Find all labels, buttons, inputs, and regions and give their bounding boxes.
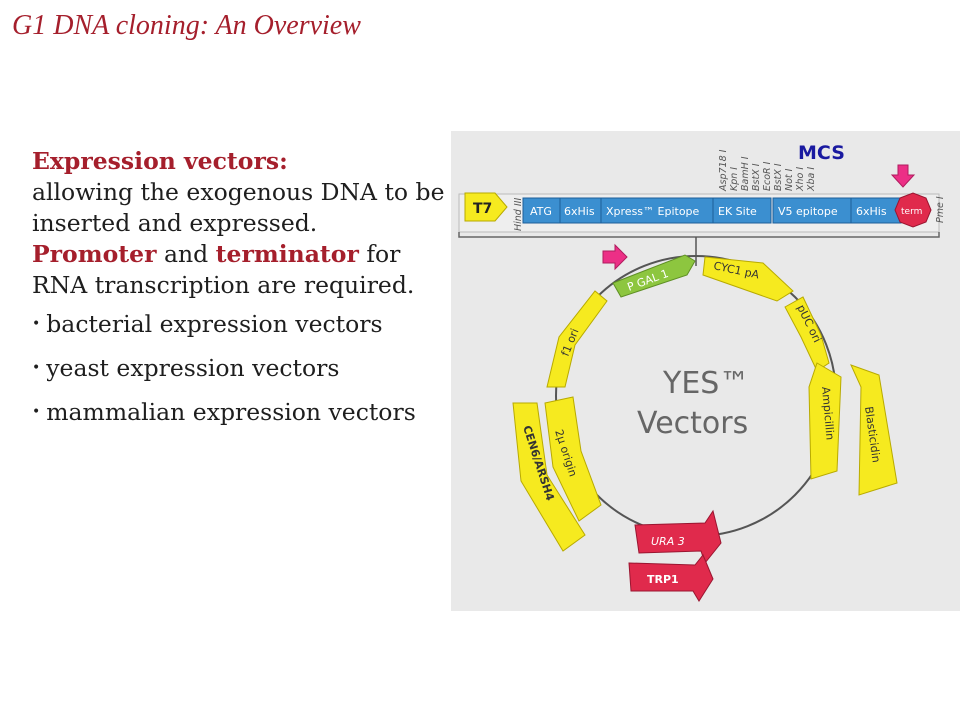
orf-block-left [522,197,772,224]
v5-epitope-label: V5 epitope [778,205,838,218]
t7-label: T7 [473,201,492,217]
yes-vector-diagram: MCS Asp718 I Kpn I BamH I BstX I EcoR I … [451,131,960,611]
center-vectors-label: Vectors [637,406,748,441]
ampicillin-arrow [808,362,842,480]
intro-paragraph: Expression vectors: allowing the exogeno… [32,146,448,301]
terminator-term: terminator [215,240,359,268]
bullet-dot: • [32,316,41,332]
ek-site-label: EK Site [718,205,757,218]
ampicillin-label: Ampicillin [819,386,837,440]
pgal1-arrow [612,254,696,298]
and-word: and [163,240,209,268]
site-label: Kpn I [729,167,740,191]
trp1-arrow [628,554,714,602]
body-text: Expression vectors: allowing the exogeno… [32,146,448,441]
hind-label: Hind III [513,198,524,231]
cen6-arsh4-arrow [512,402,586,552]
orf-block-right [772,197,902,224]
requirement-line: for RNA transcription are required. [32,240,415,299]
site-label: Xba I [806,167,817,192]
restriction-site-list: Asp718 I Kpn I BamH I BstX I EcoR I BstX… [718,149,817,192]
heading-expression-vectors: Expression vectors: [32,147,288,175]
bullet-dot: • [32,360,41,376]
trp1-label: TRP1 [647,573,679,586]
site-label: Not I [784,168,795,191]
puc-ori-arrow [784,296,830,372]
cyc1-arrow [702,256,794,302]
cassette-bracket [458,232,940,238]
f1-ori-arrow [546,290,608,388]
site-label: Xho I [795,167,806,192]
site-label: BamH I [740,156,751,191]
site-label: Asp718 I [718,149,729,192]
ura3-arrow [634,509,722,565]
pink-arrow-promoter [602,243,628,271]
promoter-term: Promoter [32,240,157,268]
his-tag-label-2: 6xHis [856,205,887,218]
intro-line: allowing the exogenous DNA to be inserte… [32,178,445,237]
bullet-dot: • [32,404,41,420]
blasticidin-arrow [850,364,898,496]
bullet-yeast: •yeast expression vectors [32,354,340,382]
site-label: BstX I [751,163,762,191]
two-mu-origin-arrow [544,396,602,522]
his-tag-label: 6xHis [564,205,595,218]
site-label: BstX I [773,163,784,191]
pme-label: Pme I [935,196,946,223]
term-label: term [901,207,922,217]
center-yes-label: YES™ [662,366,749,401]
mcs-label: MCS [798,142,845,164]
bullet-mammalian: •mammalian expression vectors [32,398,416,426]
xpress-epitope-label: Xpress™ Epitope [606,205,700,218]
atg-label: ATG [530,205,552,218]
bullet-bacterial: •bacterial expression vectors [32,310,383,338]
pink-arrow-terminator [890,164,916,188]
terminator-octagon [894,192,932,228]
slide-title: G1 DNA cloning: An Overview [12,10,361,41]
t7-arrow [464,192,508,222]
site-label: EcoR I [762,161,773,191]
ura3-label: URA 3 [651,535,685,548]
